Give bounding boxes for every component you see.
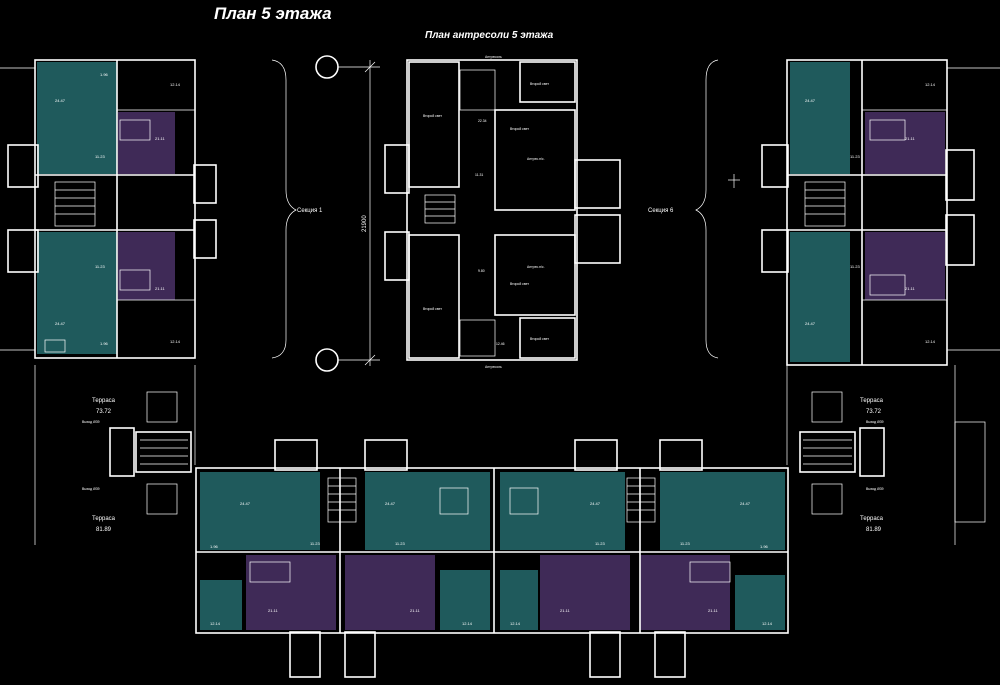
terrace-area: 73.72	[96, 409, 112, 415]
axis-marker	[315, 348, 339, 372]
terrace-area: 81.89	[96, 527, 112, 533]
antresol-label: Антрес.н/с.	[527, 265, 545, 269]
section-1-brace	[271, 59, 297, 359]
room-area: 12.46	[496, 342, 505, 346]
room-area: 1.96	[760, 544, 769, 549]
room-area: 11.23	[595, 541, 605, 546]
section-6-brace	[695, 59, 719, 359]
apartment-fill	[790, 62, 850, 174]
apartment-fill	[118, 232, 175, 300]
terrace-label: Терраса	[92, 516, 116, 522]
room-area: 12.14	[925, 339, 936, 344]
section-1-label: Секция 1	[297, 208, 323, 214]
room-area: 11.23	[310, 541, 320, 546]
room-area: 11.23	[850, 264, 860, 269]
terrace-area: 73.72	[866, 409, 882, 415]
room-area: 1.96	[100, 72, 109, 77]
room-area: 21.11	[268, 608, 278, 613]
room-area: 12.14	[170, 339, 181, 344]
apartment-fill	[200, 472, 320, 550]
axis-marker	[315, 55, 339, 79]
apartment-fill	[640, 555, 730, 630]
second-light-label: Второй свет	[510, 127, 529, 131]
apartment-fill	[118, 112, 175, 174]
room-area: 9.80	[478, 269, 485, 273]
antresol-label: Антресоль	[485, 55, 502, 59]
room-area: 11.23	[95, 154, 105, 159]
apartment-fill	[735, 575, 785, 630]
second-light-label: Второй свет	[423, 307, 442, 311]
room-area: 21.11	[155, 136, 165, 141]
terrace-right: Терраса 73.72 Выход Ø39 Выход Ø39 Террас…	[786, 365, 956, 545]
room-area: 21.11	[905, 286, 915, 291]
room-area: 22.34	[478, 119, 487, 123]
room-area: 12.14	[510, 621, 521, 626]
mezzanine-plan-title: План антресоли 5 этажа	[425, 30, 554, 41]
apartment-fill	[37, 232, 117, 354]
room-area: 24.47	[740, 501, 751, 506]
second-light-label: Второй свет	[530, 82, 549, 86]
room-area: 1.96	[210, 544, 219, 549]
dimension-label: 21900	[362, 215, 368, 232]
room-area: 24.47	[240, 501, 251, 506]
terrace-label: Терраса	[860, 398, 884, 404]
apartment-fill	[365, 472, 490, 550]
section-6-block: 24.47 21.11 11.23 11.23 21.11 24.47 12.1…	[761, 59, 975, 366]
room-area: 11.23	[95, 264, 105, 269]
room-area: 21.11	[560, 608, 570, 613]
apartment-fill	[790, 232, 850, 362]
terrace-exit: Выход Ø39	[82, 487, 100, 491]
room-area: 21.11	[905, 136, 915, 141]
room-area: 12.14	[170, 82, 181, 87]
room-area: 11.31	[475, 173, 483, 177]
apartment-fill	[500, 472, 625, 550]
room-area: 12.14	[210, 621, 221, 626]
room-area: 24.47	[590, 501, 601, 506]
room-area: 1.96	[100, 341, 109, 346]
apartment-fill	[345, 555, 435, 630]
terrace-left: Терраса 73.72 Выход Ø39 Выход Ø39 Террас…	[34, 365, 196, 545]
floor-plan-title: План 5 этажа	[214, 4, 332, 23]
room-area: 12.14	[925, 82, 936, 87]
section-6-label: Секция 6	[648, 208, 674, 214]
antresol-label: Антресоль	[485, 365, 502, 369]
terrace-area: 81.89	[866, 527, 882, 533]
apartment-fill	[440, 570, 490, 630]
bottom-block: 24.47 24.47 24.47 24.47 21.11 21.11 21.1…	[195, 439, 789, 678]
room-area: 24.47	[805, 321, 816, 326]
room-area: 11.23	[680, 541, 690, 546]
terrace-label: Терраса	[92, 398, 116, 404]
terrace-label: Терраса	[860, 516, 884, 522]
apartment-fill	[660, 472, 785, 550]
second-light-label: Второй свет	[423, 114, 442, 118]
room-area: 24.47	[805, 98, 816, 103]
room-area: 12.14	[462, 621, 473, 626]
room-area: 24.47	[55, 98, 66, 103]
section-1-block: 24.47 21.11 11.23 11.23 21.11 24.47 12.1…	[7, 59, 217, 359]
apartment-fill	[200, 580, 242, 630]
terrace-exit: Выход Ø39	[82, 420, 100, 424]
room-area: 11.23	[850, 154, 860, 159]
second-light-label: Второй свет	[530, 337, 549, 341]
room-area: 24.47	[385, 501, 396, 506]
terrace-exit: Выход Ø39	[866, 420, 884, 424]
terrace-exit: Выход Ø39	[866, 487, 884, 491]
apartment-fill	[500, 570, 538, 630]
room-area: 12.14	[762, 621, 773, 626]
antresol-label: Антрес.н/с.	[527, 157, 545, 161]
room-area: 21.11	[708, 608, 718, 613]
room-area: 24.47	[55, 321, 66, 326]
room-area: 21.11	[155, 286, 165, 291]
second-light-label: Второй свет	[510, 282, 529, 286]
apartment-fill	[37, 62, 117, 174]
room-area: 11.23	[395, 541, 405, 546]
room-area: 21.11	[410, 608, 420, 613]
mezzanine-plan: Второй свет Второй свет Второй свет Втор…	[384, 55, 621, 369]
apartment-fill	[246, 555, 336, 630]
apartment-fill	[540, 555, 630, 630]
